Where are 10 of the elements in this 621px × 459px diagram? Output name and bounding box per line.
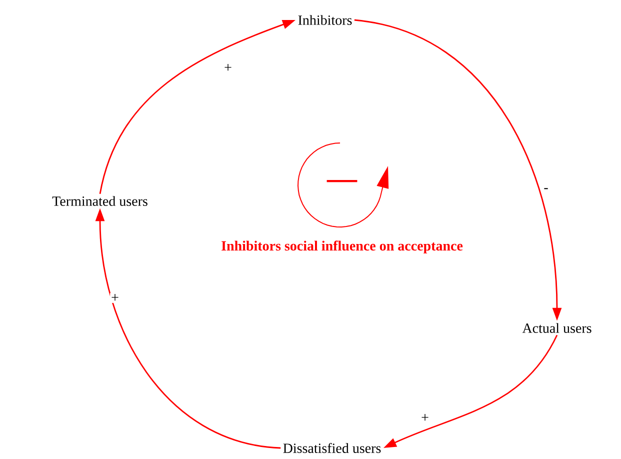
variable-label: Actual users [522, 323, 592, 333]
variable-label: Inhibitors [298, 15, 352, 25]
loop-name: Inhibitors social influence on acceptance [222, 240, 463, 254]
loop-sign: — [326, 180, 358, 182]
polarity-sign: - [544, 188, 548, 190]
variable-label: Terminated users [52, 196, 148, 206]
polarity-sign: + [112, 294, 118, 301]
polarity-sign: + [422, 414, 428, 421]
variable-label: Dissatisfied users [283, 443, 381, 453]
polarity-sign: + [224, 64, 232, 71]
